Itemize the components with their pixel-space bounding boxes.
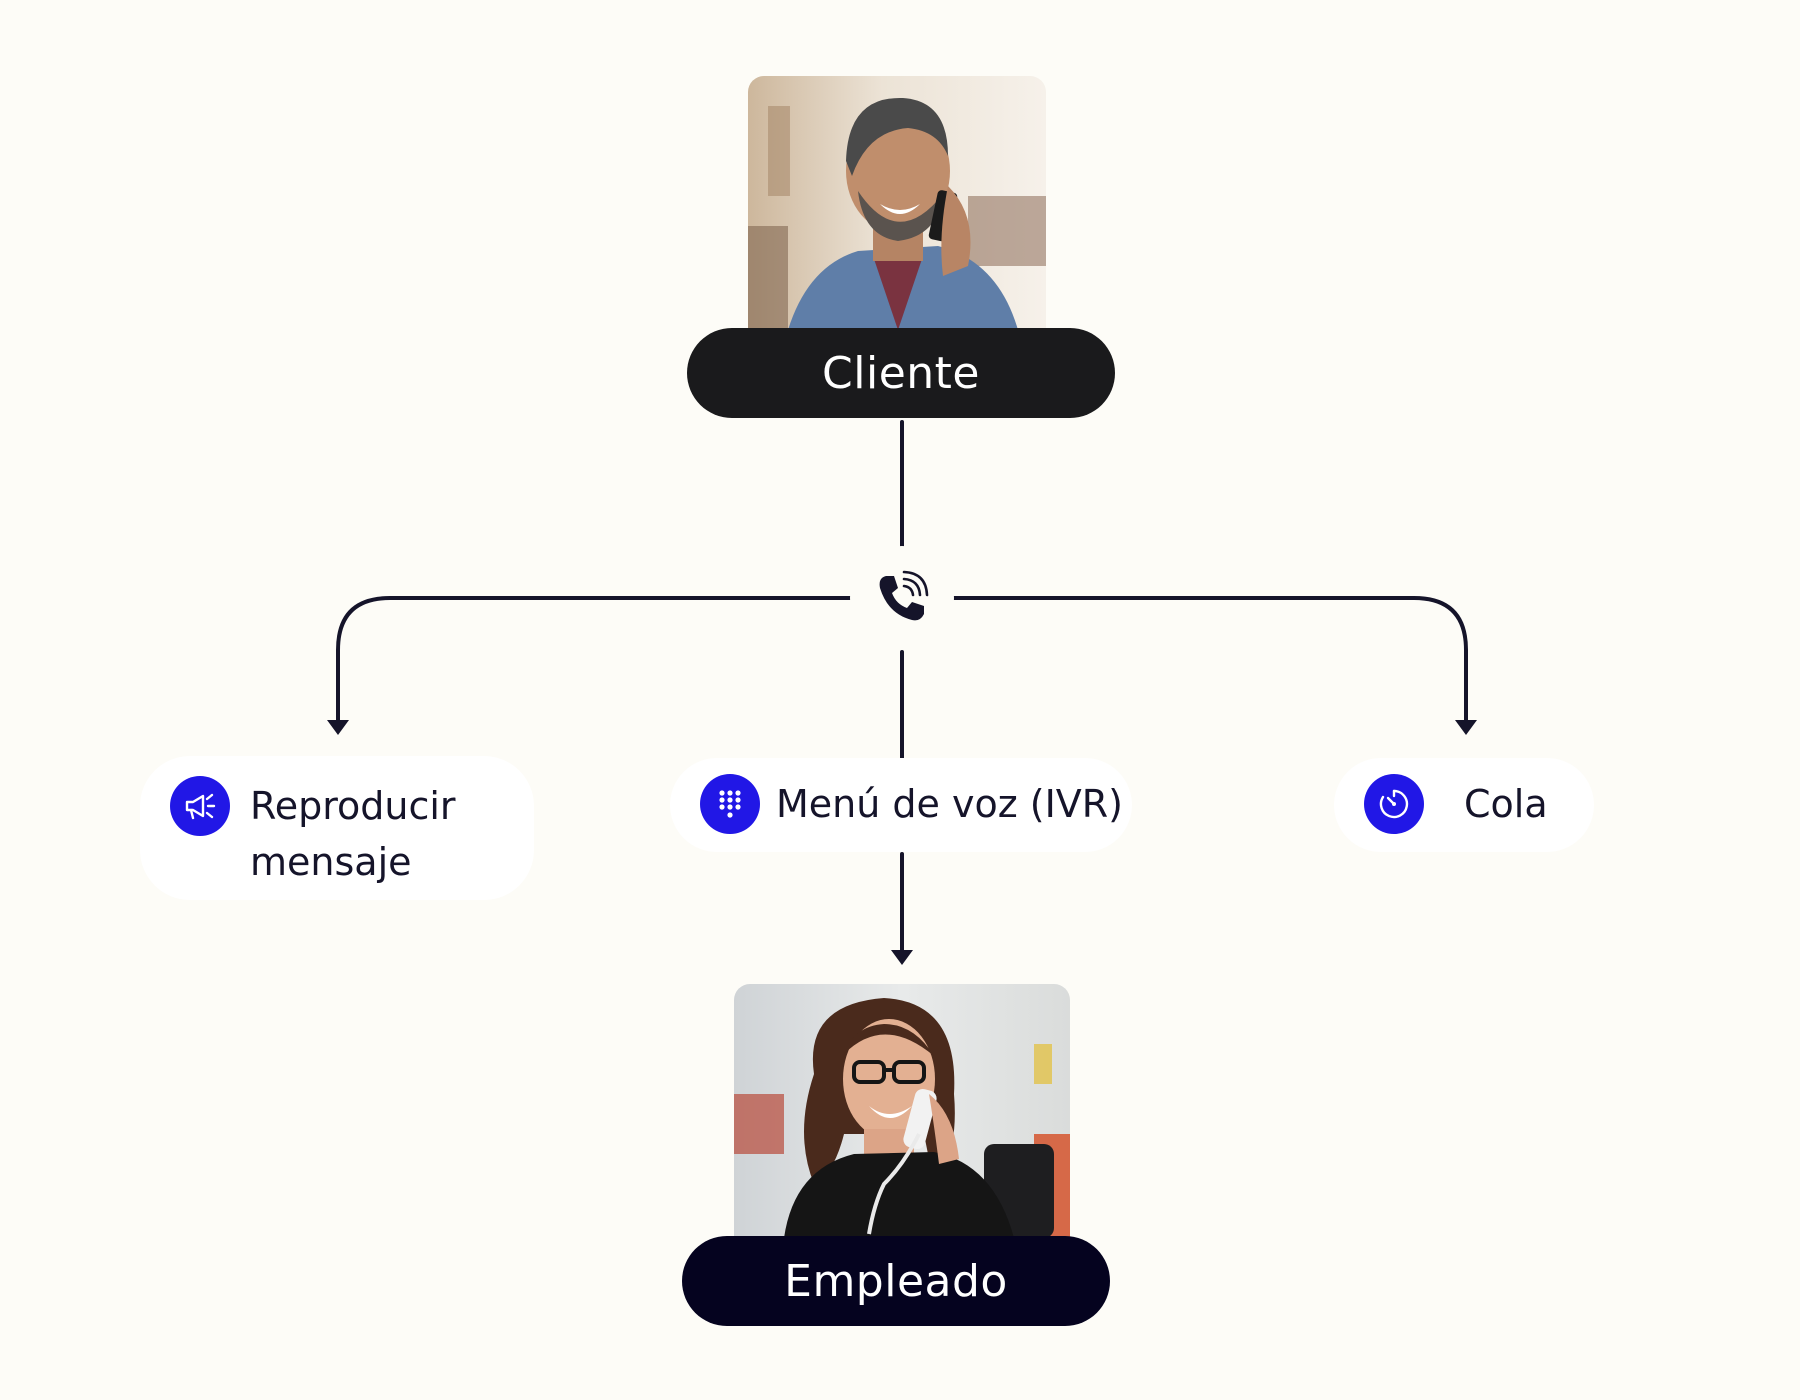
option-ivr-menu[interactable]: Menú de voz (IVR) xyxy=(670,758,1132,852)
customer-photo xyxy=(748,76,1046,330)
option-play-message[interactable]: Reproducir mensaje xyxy=(140,756,534,900)
call-hub xyxy=(850,546,954,650)
option-ivr-menu-label: Menú de voz (IVR) xyxy=(776,782,1124,826)
option-queue-badge xyxy=(1364,774,1424,834)
option-queue-label: Cola xyxy=(1464,782,1548,826)
option-queue[interactable]: Cola xyxy=(1334,758,1594,852)
option-play-message-label: Reproducir mensaje xyxy=(250,784,456,884)
arrowhead-queue xyxy=(1455,720,1477,735)
arrowhead-play-message xyxy=(327,720,349,735)
customer-label: Cliente xyxy=(687,328,1115,418)
megaphone-icon xyxy=(185,793,216,820)
employee-photo xyxy=(734,984,1070,1238)
clock-timer-icon xyxy=(1379,789,1409,819)
phone-ringing-icon xyxy=(879,570,929,621)
connector-hub-to-play-message xyxy=(336,596,852,724)
option-ivr-menu-badge xyxy=(700,774,760,834)
option-play-message-badge xyxy=(170,776,230,836)
employee-label: Empleado xyxy=(682,1236,1110,1326)
connector-hub-to-queue xyxy=(952,596,1468,724)
dialpad-icon xyxy=(719,790,741,818)
arrowhead-employee xyxy=(891,950,913,965)
